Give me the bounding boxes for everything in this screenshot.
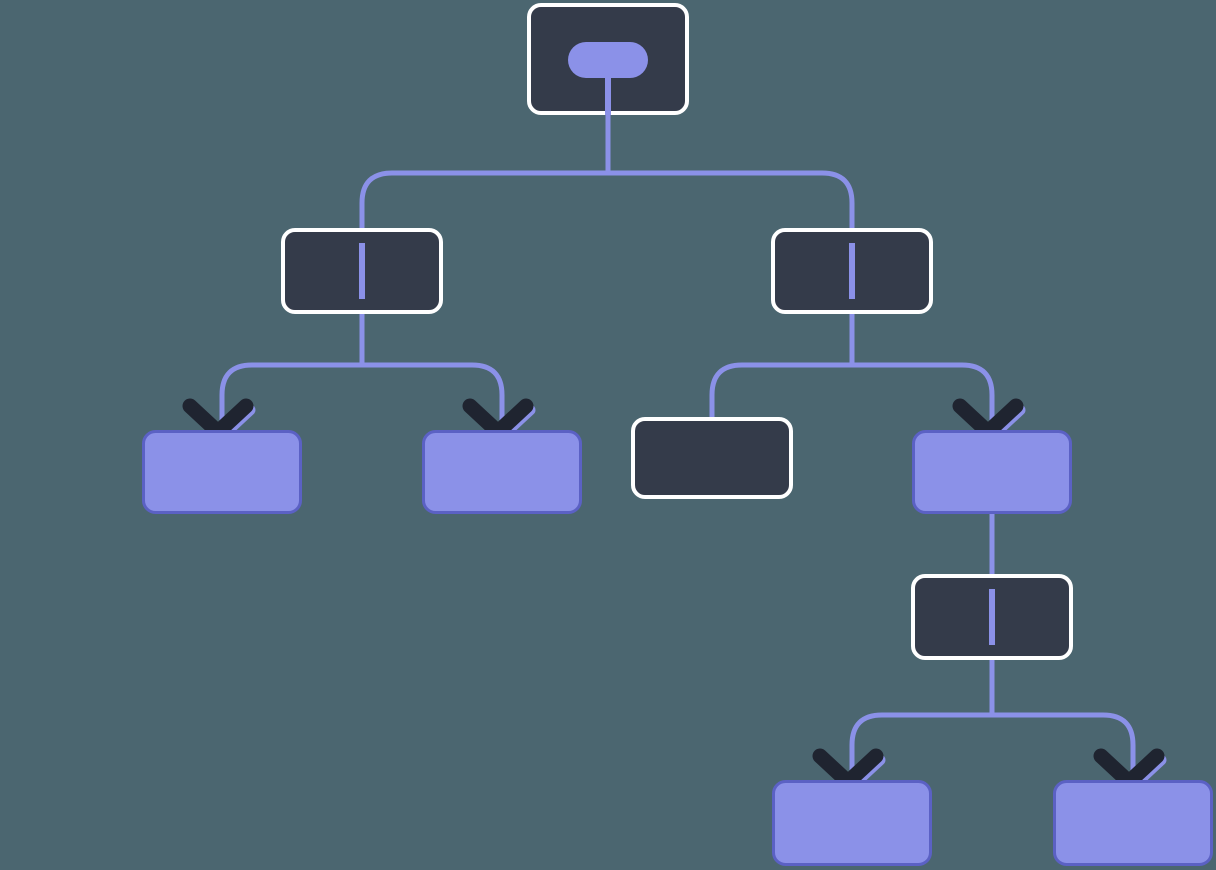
vertical-bar-marker-icon [849,243,855,299]
node-body[interactable] [631,417,793,499]
edge [219,314,365,432]
node-body[interactable] [912,430,1072,514]
tree-node-n-leaf-a[interactable] [142,430,302,514]
tree-node-n-leaf-d[interactable] [1053,780,1213,866]
edge [709,314,855,419]
tree-node-n-dark-2[interactable] [911,574,1073,660]
edge [849,660,995,782]
nodes-layer [142,3,1213,866]
pill-stem-icon [605,78,611,115]
vertical-bar-marker-icon [989,589,995,645]
edge [359,115,611,228]
edge [849,314,995,432]
edge [359,314,505,432]
vertical-bar-marker-icon [359,243,365,299]
tree-node-n-purple-mid[interactable] [912,430,1072,514]
tree-node-n-right-1[interactable] [771,228,933,314]
node-body[interactable] [142,430,302,514]
tree-node-n-left-1[interactable] [281,228,443,314]
pill-marker-icon [568,42,648,78]
edges-layer [219,115,1136,782]
tree-node-n-leaf-b[interactable] [422,430,582,514]
node-body[interactable] [422,430,582,514]
edge [605,115,855,228]
tree-node-n-dark-leaf[interactable] [631,417,793,499]
tree-node-root[interactable] [527,3,689,115]
node-body[interactable] [772,780,932,866]
tree-node-n-leaf-c[interactable] [772,780,932,866]
node-body[interactable] [1053,780,1213,866]
edge [989,660,1136,782]
